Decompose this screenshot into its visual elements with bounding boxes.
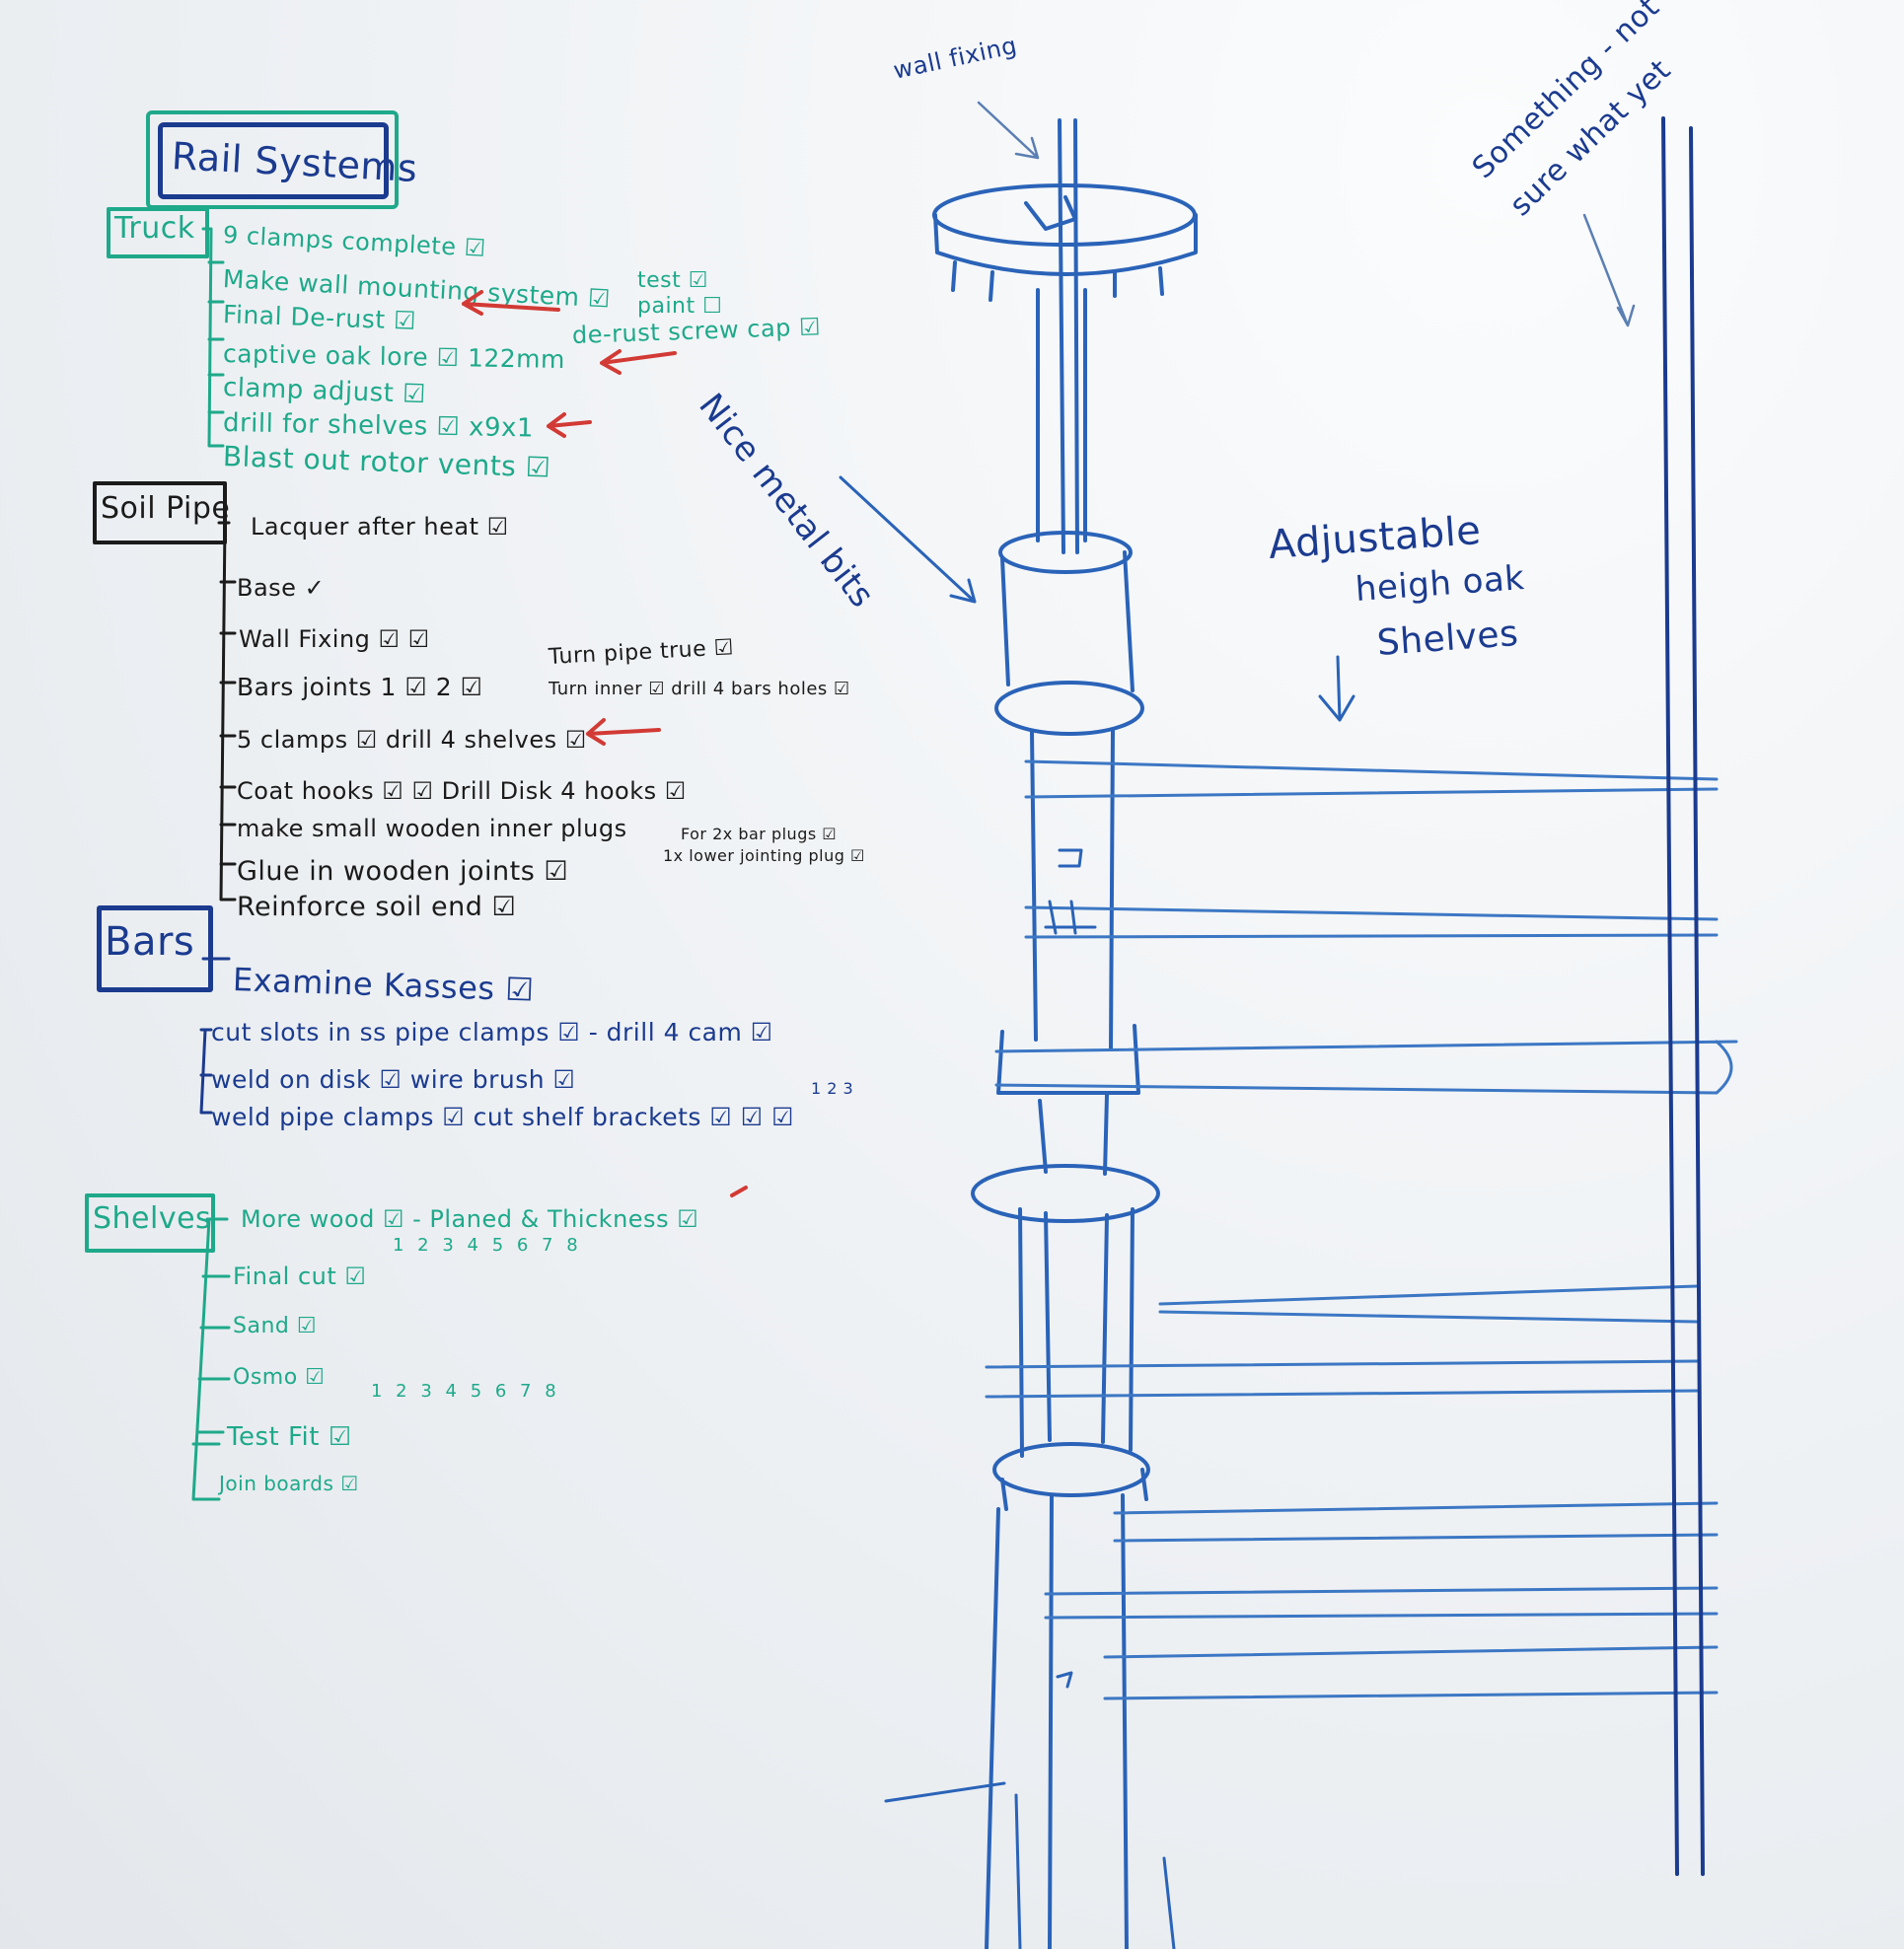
right-rail [1661, 116, 1705, 1876]
bars-item: weld on disk ☑ wire brush ☑ [211, 1065, 576, 1094]
shelves-numbers: 1 2 3 4 5 6 7 8 [393, 1235, 582, 1256]
soil-pipe-item: Bars joints 1 ☑ 2 ☑ [237, 673, 483, 701]
soil-pipe-side-note: For 2x bar plugs ☑ [681, 825, 838, 843]
pipe-base [884, 1781, 1176, 1949]
shelves-item: Final cut ☑ [233, 1263, 367, 1290]
soil-pipe-item: make small wooden inner plugs [237, 815, 627, 842]
shelves-numbers: 1 2 3 4 5 6 7 8 [371, 1381, 560, 1402]
soil-pipe-heading-box [93, 481, 227, 544]
bars-item: weld pipe clamps ☑ cut shelf brackets ☑ … [211, 1103, 795, 1131]
soil-pipe-item: Wall Fixing ☑ ☑ [239, 625, 430, 653]
blue-arrows [839, 475, 1355, 722]
soil-pipe-item: 5 clamps ☑ drill 4 shelves ☑ [237, 726, 587, 754]
shelves-item: More wood ☑ - Planed & Thickness ☑ [241, 1205, 699, 1233]
title-inner-box [158, 122, 389, 199]
shelf-brackets [1044, 848, 1097, 1689]
title-box [146, 110, 399, 209]
shelves-heading-box [85, 1193, 215, 1253]
soil-pipe-body [971, 531, 1160, 1949]
shelves-item: Join boards ☑ [219, 1472, 359, 1495]
soil-pipe-side-note: 1x lower jointing plug ☑ [663, 846, 865, 865]
soil-pipe-side-note: Turn inner ☑ drill 4 bars holes ☑ [549, 679, 850, 699]
soil-pipe-item: Lacquer after heat ☑ [251, 513, 509, 541]
shelves-item: Sand ☑ [233, 1314, 318, 1338]
shelves-heading: Shelves [93, 1201, 212, 1236]
bars-item: cut slots in ss pipe clamps ☑ - drill 4 … [211, 1018, 773, 1047]
bars-heading-box [97, 905, 213, 992]
red-arrows [462, 290, 748, 1197]
soil-pipe-branch-lines [217, 521, 237, 902]
truck-heading: Truck [114, 211, 195, 246]
soil-pipe-item: Glue in wooden joints ☑ [237, 856, 569, 887]
bars-heading: Bars [105, 919, 195, 965]
shelves-item: Osmo ☑ [233, 1365, 326, 1390]
bars-bracket-numbers: 1 2 3 [811, 1079, 854, 1098]
pipe-top-assembly [932, 118, 1198, 554]
shelf-boards [985, 759, 1738, 1700]
soil-pipe-heading: Soil Pipe [101, 491, 231, 526]
truck-heading-box [107, 207, 209, 258]
soil-pipe-item: Reinforce soil end ☑ [237, 892, 517, 922]
bars-branch-lines [199, 957, 231, 1115]
shelves-branch-lines [191, 1217, 231, 1501]
soil-pipe-item: Coat hooks ☑ ☑ Drill Disk 4 hooks ☑ [237, 777, 687, 805]
pointer-arrows [977, 101, 1636, 327]
truck-side-note: paint ☐ [637, 294, 723, 319]
truck-branch-lines [201, 227, 225, 448]
soil-pipe-item: Base ✓ [237, 574, 326, 602]
shelves-item: Test Fit ☑ [227, 1422, 352, 1452]
truck-side-note: test ☑ [637, 268, 708, 293]
